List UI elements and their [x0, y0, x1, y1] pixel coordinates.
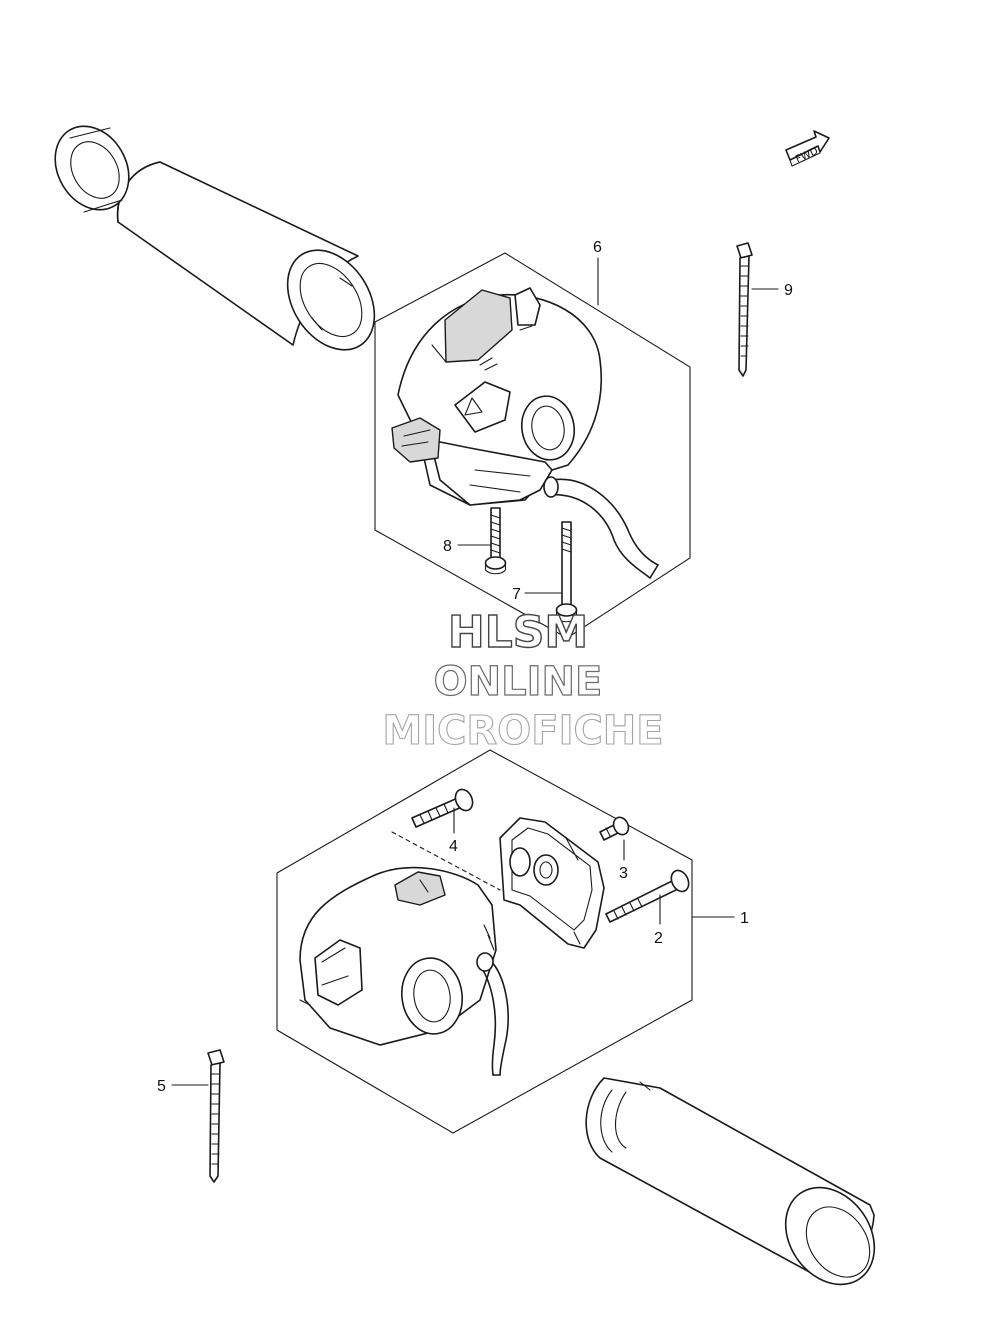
- callout-1: 1: [740, 910, 749, 927]
- screw-7: [555, 521, 578, 623]
- upper-assembly-frame: [374, 252, 691, 639]
- watermark-line-3: MICROFICHE: [382, 708, 663, 754]
- fwd-badge: FWD: [785, 130, 830, 167]
- forward-arrow-icon: [785, 130, 830, 161]
- callout-6: 6: [593, 239, 602, 256]
- watermark-line-2: ONLINE: [434, 659, 603, 705]
- right-switch-housing: [299, 866, 509, 1076]
- cable-tie-5: [207, 1049, 225, 1183]
- callout-2: 2: [654, 930, 663, 947]
- assembly-guide-line: [391, 831, 501, 891]
- screw-8: [484, 507, 507, 575]
- lower-assembly-frame: [276, 749, 693, 1134]
- callout-7: 7: [512, 586, 521, 603]
- callout-numbers: 6 9 8 7 4 3 2 1 5: [157, 239, 793, 1095]
- callout-4: 4: [449, 838, 458, 855]
- left-grip: [54, 125, 376, 351]
- screw-2: [605, 869, 690, 923]
- right-grip: [585, 1077, 876, 1286]
- switch-bracket: [499, 817, 605, 949]
- callout-5: 5: [157, 1078, 166, 1095]
- callout-8: 8: [443, 538, 452, 555]
- callout-9: 9: [784, 282, 793, 299]
- callout-3: 3: [619, 865, 628, 882]
- screw-3: [599, 816, 630, 841]
- cable-tie-9: [736, 242, 753, 377]
- watermark: HLSM ONLINE MICROFICHE: [382, 606, 664, 754]
- watermark-line-1: HLSM: [448, 607, 588, 658]
- leader-lines: [171, 257, 779, 1086]
- screw-4: [411, 788, 474, 828]
- left-switch-housing: [391, 287, 659, 579]
